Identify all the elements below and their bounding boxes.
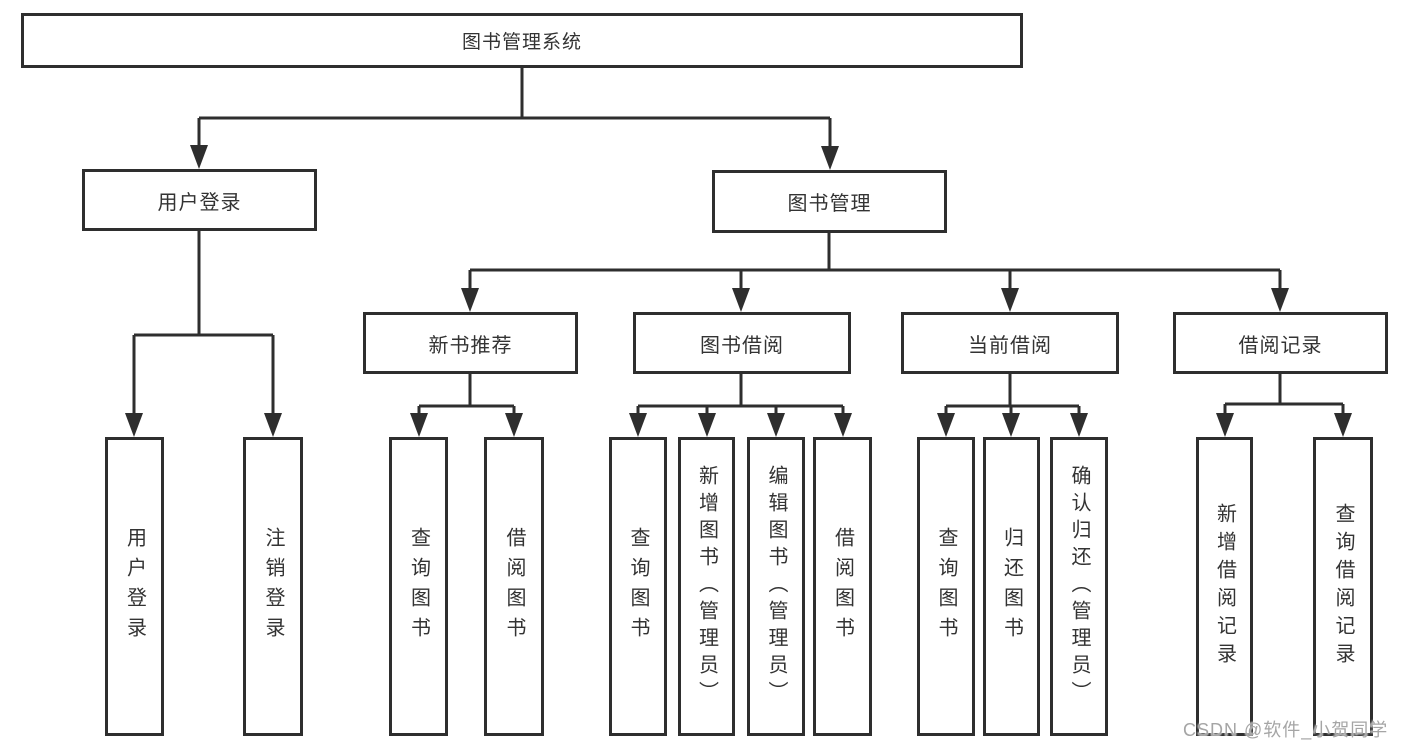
arrowhead-icons <box>125 145 1352 437</box>
leaf-query-borrow-record-label: 查询借阅记录 <box>1332 502 1354 671</box>
node-current-borrowing: 当前借阅 <box>901 312 1119 374</box>
leaf-borrow-books-borrowing: 借阅图书 <box>813 437 872 736</box>
watermark-csdn: CSDN @软件_小贺同学 <box>1183 720 1389 740</box>
leaf-logout-label: 注销登录 <box>262 526 284 647</box>
leaf-query-books-recommend-label: 查询图书 <box>407 526 430 647</box>
node-library-management-system: 图书管理系统 <box>21 13 1023 68</box>
node-borrowing-records: 借阅记录 <box>1173 312 1388 374</box>
leaf-query-books-current-label: 查询图书 <box>935 526 957 647</box>
leaf-query-books-current: 查询图书 <box>917 437 975 736</box>
leaf-user-login-label: 用户登录 <box>123 526 146 647</box>
node-user-login: 用户登录 <box>82 169 317 231</box>
leaf-return-books-label: 归还图书 <box>1000 526 1023 647</box>
leaf-confirm-return-admin-label: 确认归还（管理员） <box>1068 465 1090 708</box>
leaf-add-book-admin-label: 新增图书（管理员） <box>695 465 718 708</box>
node-book-borrowing: 图书借阅 <box>633 312 851 374</box>
leaf-return-books: 归还图书 <box>983 437 1040 736</box>
leaf-borrow-books-recommend-label: 借阅图书 <box>503 526 525 647</box>
leaf-logout: 注销登录 <box>243 437 303 736</box>
leaf-query-books-borrowing: 查询图书 <box>609 437 667 736</box>
leaf-edit-book-admin-label: 编辑图书（管理员） <box>765 465 787 708</box>
connector-paths <box>132 68 1345 415</box>
leaf-user-login: 用户登录 <box>105 437 164 736</box>
leaf-edit-book-admin: 编辑图书（管理员） <box>747 437 805 736</box>
leaf-confirm-return-admin: 确认归还（管理员） <box>1050 437 1108 736</box>
leaf-query-borrow-record: 查询借阅记录 <box>1313 437 1373 736</box>
leaf-query-books-borrowing-label: 查询图书 <box>627 526 649 647</box>
leaf-borrow-books-borrowing-label: 借阅图书 <box>831 526 854 647</box>
node-book-management: 图书管理 <box>712 170 947 233</box>
leaf-query-books-recommend: 查询图书 <box>389 437 448 736</box>
leaf-borrow-books-recommend: 借阅图书 <box>484 437 544 736</box>
node-new-book-recommendation: 新书推荐 <box>363 312 578 374</box>
leaf-add-borrow-record-label: 新增借阅记录 <box>1213 502 1236 671</box>
leaf-add-book-admin: 新增图书（管理员） <box>678 437 735 736</box>
leaf-add-borrow-record: 新增借阅记录 <box>1196 437 1253 736</box>
